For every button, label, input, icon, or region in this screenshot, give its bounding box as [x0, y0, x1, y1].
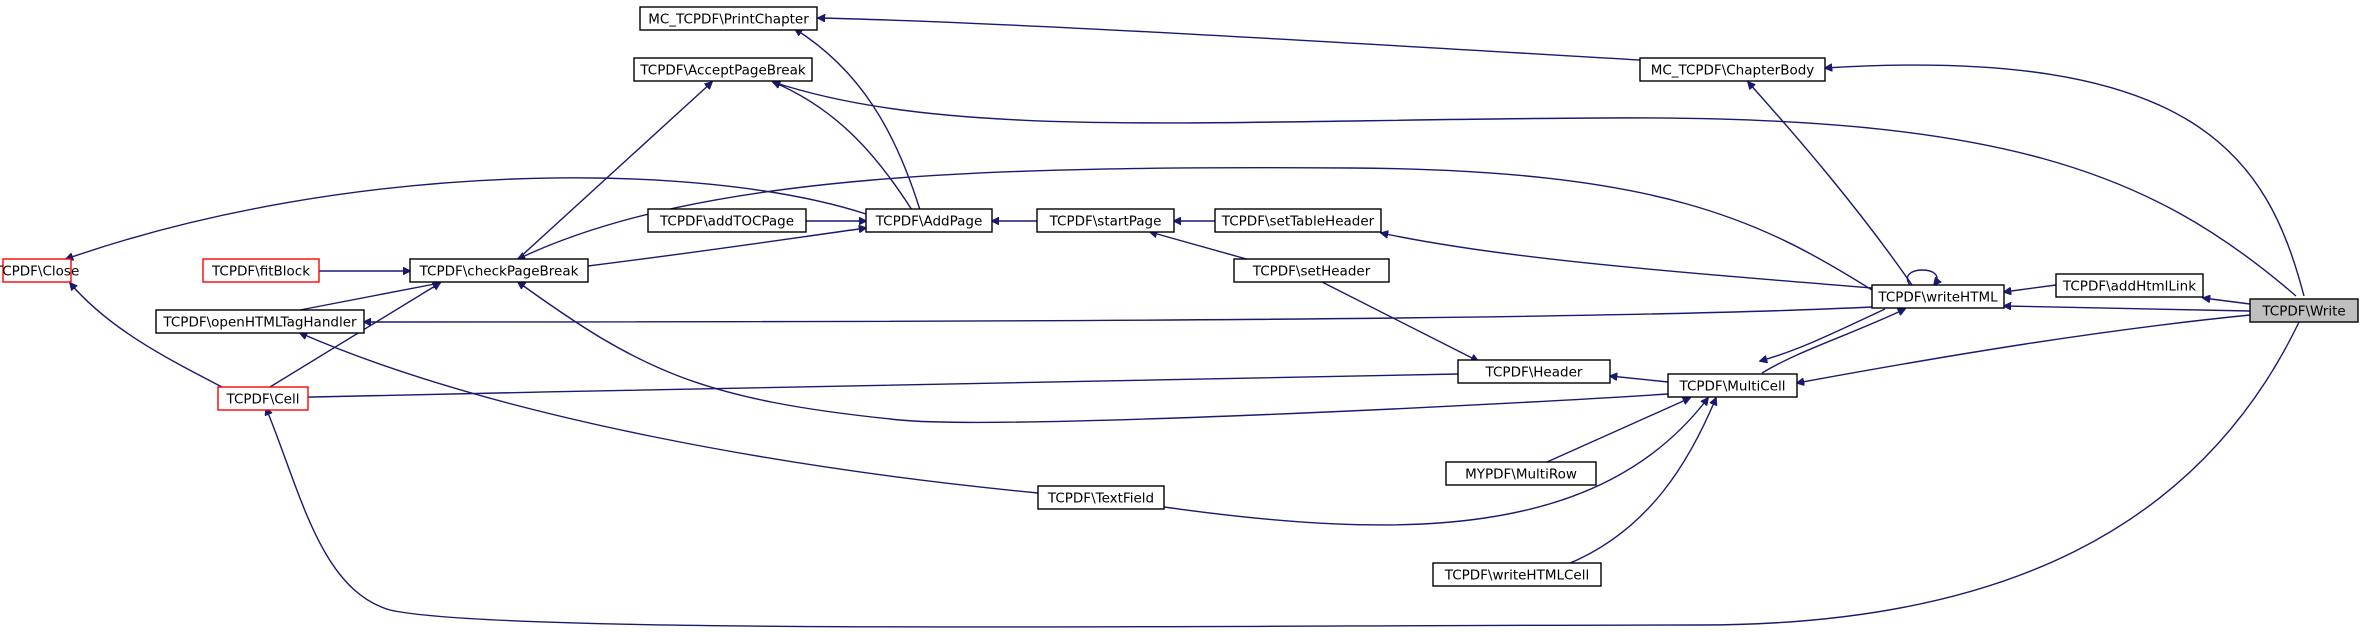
- node-label: TCPDF\addHtmlLink: [2062, 279, 2196, 295]
- node-chapter-body[interactable]: MC_TCPDF\ChapterBody: [1639, 57, 1826, 82]
- node-label: TCPDF\writeHTML: [1877, 290, 1998, 306]
- node-label: MYPDF\MultiRow: [1465, 467, 1577, 483]
- edge-header-to-cell: [266, 373, 1459, 398]
- edge-cell-to-close: [70, 283, 223, 388]
- node-start-page[interactable]: TCPDF\startPage: [1036, 208, 1175, 233]
- node-check-page-break[interactable]: TCPDF\checkPageBreak: [409, 258, 589, 283]
- node-multicell[interactable]: TCPDF\MultiCell: [1667, 373, 1798, 398]
- node-add-html-link[interactable]: TCPDF\addHtmlLink: [2055, 273, 2204, 298]
- edge-write-to-writehtml: [2004, 306, 2251, 312]
- node-header[interactable]: TCPDF\Header: [1457, 359, 1611, 384]
- node-set-table-header[interactable]: TCPDF\setTableHeader: [1214, 208, 1382, 233]
- node-fit-block[interactable]: TCPDF\fitBlock: [202, 258, 320, 283]
- edge-multicell-to-writehtml: [1761, 309, 1905, 374]
- edge-write-to-addhtmllink: [2203, 298, 2251, 305]
- node-print-chapter[interactable]: MC_TCPDF\PrintChapter: [639, 6, 818, 31]
- edge-multirow-to-multicell: [1546, 398, 1690, 463]
- node-box: [647, 208, 807, 233]
- node-accept-page-break[interactable]: TCPDF\AcceptPageBreak: [633, 57, 813, 82]
- edge-writehtml-to-openhtmltaghandler: [364, 306, 1873, 322]
- edge-checkpagebreak-to-acceptpagebreak: [517, 82, 712, 260]
- edge-checkpagebreak-to-addpage: [587, 228, 866, 267]
- edge-writehtml-to-checkpagebreak: [518, 167, 1873, 291]
- node-label: TCPDF\setHeader: [1252, 264, 1371, 280]
- edge-writehtmlcell-to-multicell: [1567, 398, 1716, 565]
- node-box: [2055, 273, 2204, 298]
- node-box: [1214, 208, 1382, 233]
- node-label: TCPDF\openHTMLTagHandler: [162, 315, 357, 331]
- node-label: TCPDF\TextField: [1047, 491, 1154, 507]
- node-label: MC_TCPDF\ChapterBody: [1651, 63, 1815, 79]
- node-box: [409, 258, 589, 283]
- edge-write-to-acceptpagebreak: [773, 82, 2297, 297]
- node-label: TCPDF\AddPage: [875, 214, 983, 230]
- node-box: [2, 258, 72, 283]
- edge-openhtmltaghandler-to-checkpagebreak: [299, 283, 440, 311]
- edge-setheader-to-header: [1321, 281, 1478, 361]
- node-write-html[interactable]: TCPDF\writeHTML: [1871, 284, 2005, 309]
- node-add-page[interactable]: TCPDF\AddPage: [865, 208, 993, 233]
- edge-setheader-to-startpage: [1150, 232, 1251, 261]
- node-close[interactable]: TCPDF\Close: [0, 258, 79, 283]
- node-set-header[interactable]: TCPDF\setHeader: [1233, 258, 1390, 283]
- edge-write-to-cell: [266, 319, 2301, 628]
- node-box: [633, 57, 813, 82]
- node-box: [1233, 258, 1390, 283]
- edge-addpage-to-printchapter: [795, 29, 921, 211]
- edge-textfield-to-openhtmltaghandler: [300, 333, 1039, 494]
- node-box: [1445, 461, 1597, 486]
- node-open-html-tag-handler[interactable]: TCPDF\openHTMLTagHandler: [155, 309, 365, 334]
- node-box: [1871, 284, 2005, 309]
- node-label: TCPDF\Header: [1485, 365, 1583, 381]
- edge-textfield-to-multicell: [1163, 398, 1708, 526]
- node-box: [1639, 57, 1826, 82]
- edge-cell-to-checkpagebreak: [269, 283, 440, 388]
- edge-chapterbody-to-printchapter: [818, 18, 1641, 61]
- node-multirow[interactable]: MYPDF\MultiRow: [1445, 461, 1597, 486]
- node-write-html-cell[interactable]: TCPDF\writeHTMLCell: [1432, 562, 1602, 587]
- node-label: TCPDF\Cell: [226, 392, 300, 408]
- edges: [66, 18, 2305, 628]
- edge-addpage-to-acceptpagebreak: [773, 82, 913, 211]
- node-box: [865, 208, 993, 233]
- edge-addpage-to-close: [66, 177, 867, 259]
- node-label: TCPDF\writeHTMLCell: [1444, 568, 1589, 584]
- node-label: TCPDF\MultiCell: [1679, 379, 1786, 395]
- node-box: [2249, 298, 2359, 323]
- edge-writehtml-to-multicell: [1760, 308, 1886, 361]
- edge-writehtml-self: [1906, 269, 1937, 285]
- node-box: [639, 6, 818, 31]
- nodes: MC_TCPDF\PrintChapter TCPDF\AcceptPageBr…: [0, 6, 2359, 587]
- node-box: [1432, 562, 1602, 587]
- edge-write-to-multicell: [1797, 314, 2251, 383]
- edge-writehtml-to-chapterbody: [1748, 82, 1913, 286]
- node-write[interactable]: TCPDF\Write: [2249, 298, 2359, 323]
- node-label: TCPDF\Close: [0, 264, 79, 280]
- node-text-field[interactable]: TCPDF\TextField: [1037, 485, 1165, 510]
- node-label: TCPDF\addTOCPage: [659, 214, 794, 230]
- node-box: [1036, 208, 1175, 233]
- node-label: MC_TCPDF\PrintChapter: [648, 12, 809, 28]
- edge-write-to-chapterbody: [1825, 65, 2305, 297]
- node-label: TCPDF\checkPageBreak: [419, 264, 579, 280]
- node-add-toc-page[interactable]: TCPDF\addTOCPage: [647, 208, 807, 233]
- node-box: [202, 258, 320, 283]
- edge-multicell-to-header: [1610, 376, 1669, 383]
- node-box: [1457, 359, 1611, 384]
- node-label: TCPDF\Write: [2261, 304, 2345, 320]
- edge-multicell-to-checkpagebreak: [518, 282, 1669, 423]
- node-label: TCPDF\fitBlock: [211, 264, 310, 280]
- node-label: TCPDF\setTableHeader: [1221, 214, 1375, 230]
- edge-addhtmllink-to-writehtml: [2004, 284, 2057, 292]
- node-label: TCPDF\startPage: [1049, 214, 1162, 230]
- node-box: [1667, 373, 1798, 398]
- node-box: [217, 386, 309, 411]
- node-cell[interactable]: TCPDF\Cell: [217, 386, 309, 411]
- node-box: [1037, 485, 1165, 510]
- node-box: [155, 309, 365, 334]
- edge-writehtml-to-settableheader: [1381, 233, 1873, 289]
- node-label: TCPDF\AcceptPageBreak: [639, 63, 806, 79]
